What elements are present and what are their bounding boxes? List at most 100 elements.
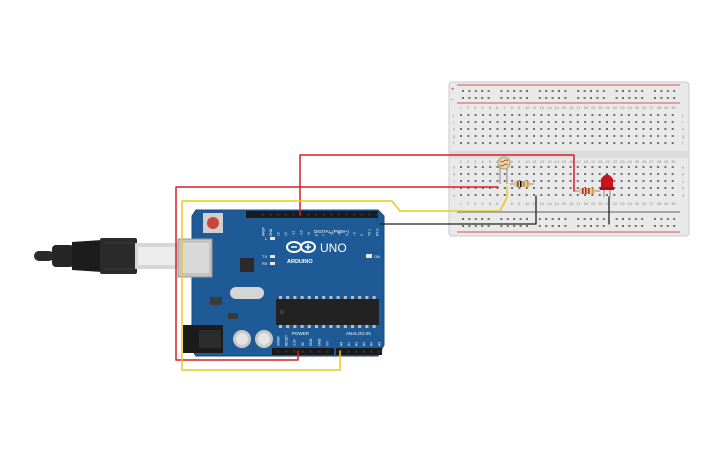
breadboard-hole[interactable] (474, 135, 477, 137)
rail-hole[interactable] (500, 90, 503, 92)
rail-hole[interactable] (602, 225, 605, 227)
breadboard-hole[interactable] (474, 114, 477, 116)
header-pin[interactable] (261, 213, 265, 216)
rail-hole[interactable] (583, 97, 586, 99)
breadboard-hole[interactable] (467, 114, 470, 116)
breadboard-hole[interactable] (525, 142, 528, 144)
header-pin[interactable] (377, 350, 381, 353)
breadboard-hole[interactable] (525, 166, 528, 168)
breadboard-hole[interactable] (671, 128, 674, 130)
rail-hole[interactable] (538, 90, 541, 92)
breadboard-hole[interactable] (613, 166, 616, 168)
rail-hole[interactable] (583, 225, 586, 227)
breadboard-hole[interactable] (642, 128, 645, 130)
breadboard-hole[interactable] (533, 180, 535, 182)
breadboard-hole[interactable] (598, 121, 601, 123)
breadboard-hole[interactable] (642, 187, 645, 189)
breadboard-hole[interactable] (591, 173, 594, 175)
breadboard-hole[interactable] (627, 114, 630, 116)
breadboard-hole[interactable] (525, 173, 528, 175)
breadboard-hole[interactable] (503, 173, 506, 175)
breadboard-hole[interactable] (474, 173, 477, 175)
breadboard-hole[interactable] (613, 187, 616, 189)
breadboard-hole[interactable] (664, 180, 667, 182)
breadboard-hole[interactable] (649, 114, 652, 116)
breadboard-hole[interactable] (584, 121, 587, 123)
breadboard-hole[interactable] (518, 121, 521, 123)
breadboard-hole[interactable] (620, 173, 623, 175)
rail-hole[interactable] (545, 218, 548, 220)
breadboard-hole[interactable] (489, 180, 492, 182)
breadboard-hole[interactable] (467, 121, 470, 123)
breadboard-hole[interactable] (606, 114, 608, 116)
breadboard-hole[interactable] (503, 187, 506, 189)
rail-hole[interactable] (654, 90, 656, 92)
breadboard-hole[interactable] (518, 166, 521, 168)
breadboard-hole[interactable] (467, 194, 470, 196)
breadboard-hole[interactable] (584, 180, 587, 182)
rail-hole[interactable] (666, 218, 669, 220)
rail-hole[interactable] (641, 97, 644, 99)
breadboard-hole[interactable] (635, 166, 638, 168)
rail-hole[interactable] (481, 225, 484, 227)
breadboard-hole[interactable] (467, 142, 470, 144)
rail-hole[interactable] (526, 225, 528, 227)
breadboard-hole[interactable] (620, 135, 623, 137)
breadboard-hole[interactable] (598, 180, 601, 182)
header-pin[interactable] (330, 213, 333, 216)
header-pin[interactable] (293, 350, 296, 353)
rail-hole[interactable] (462, 90, 464, 92)
breadboard-hole[interactable] (642, 194, 645, 196)
breadboard-hole[interactable] (664, 187, 667, 189)
breadboard-hole[interactable] (489, 135, 492, 137)
rail-hole[interactable] (673, 97, 676, 99)
breadboard-hole[interactable] (496, 114, 499, 116)
breadboard-hole[interactable] (562, 180, 565, 182)
breadboard-hole[interactable] (671, 166, 674, 168)
digital-header-pins[interactable] (261, 213, 379, 216)
breadboard-hole[interactable] (657, 135, 660, 137)
rail-hole[interactable] (628, 97, 631, 99)
breadboard-hole[interactable] (598, 135, 601, 137)
breadboard-hole[interactable] (627, 166, 630, 168)
breadboard-hole[interactable] (547, 166, 550, 168)
header-pin[interactable] (276, 213, 280, 216)
rail-hole[interactable] (634, 90, 637, 92)
breadboard-hole[interactable] (620, 194, 623, 196)
breadboard-hole[interactable] (613, 114, 616, 116)
header-pin[interactable] (284, 213, 288, 216)
breadboard-hole[interactable] (598, 166, 601, 168)
breadboard-hole[interactable] (584, 128, 587, 130)
breadboard-hole[interactable] (657, 166, 660, 168)
breadboard-hole[interactable] (584, 135, 587, 137)
breadboard-hole[interactable] (496, 187, 499, 189)
breadboard-hole[interactable] (518, 114, 521, 116)
rail-hole[interactable] (583, 90, 586, 92)
breadboard-hole[interactable] (511, 114, 514, 116)
rail-hole[interactable] (468, 225, 471, 227)
breadboard-hole[interactable] (460, 114, 462, 116)
breadboard-hole[interactable] (511, 187, 514, 189)
breadboard-hole[interactable] (525, 135, 528, 137)
rail-hole[interactable] (538, 225, 541, 227)
breadboard-hole[interactable] (649, 166, 652, 168)
rail-hole[interactable] (654, 97, 656, 99)
breadboard-hole[interactable] (481, 135, 484, 137)
red-led[interactable] (600, 174, 614, 198)
breadboard-hole[interactable] (547, 135, 550, 137)
power-header-pins[interactable] (276, 350, 329, 353)
breadboard-hole[interactable] (503, 128, 506, 130)
rail-hole[interactable] (654, 225, 656, 227)
breadboard-hole[interactable] (649, 187, 652, 189)
breadboard-hole[interactable] (657, 114, 660, 116)
breadboard-hole[interactable] (620, 128, 623, 130)
breadboard-hole[interactable] (606, 142, 608, 144)
rail-hole[interactable] (628, 218, 631, 220)
breadboard-hole[interactable] (627, 142, 630, 144)
breadboard-hole[interactable] (489, 194, 492, 196)
header-pin[interactable] (307, 213, 310, 216)
rail-hole[interactable] (583, 218, 586, 220)
rail-hole[interactable] (462, 225, 464, 227)
breadboard-hole[interactable] (620, 180, 623, 182)
rail-hole[interactable] (634, 97, 637, 99)
